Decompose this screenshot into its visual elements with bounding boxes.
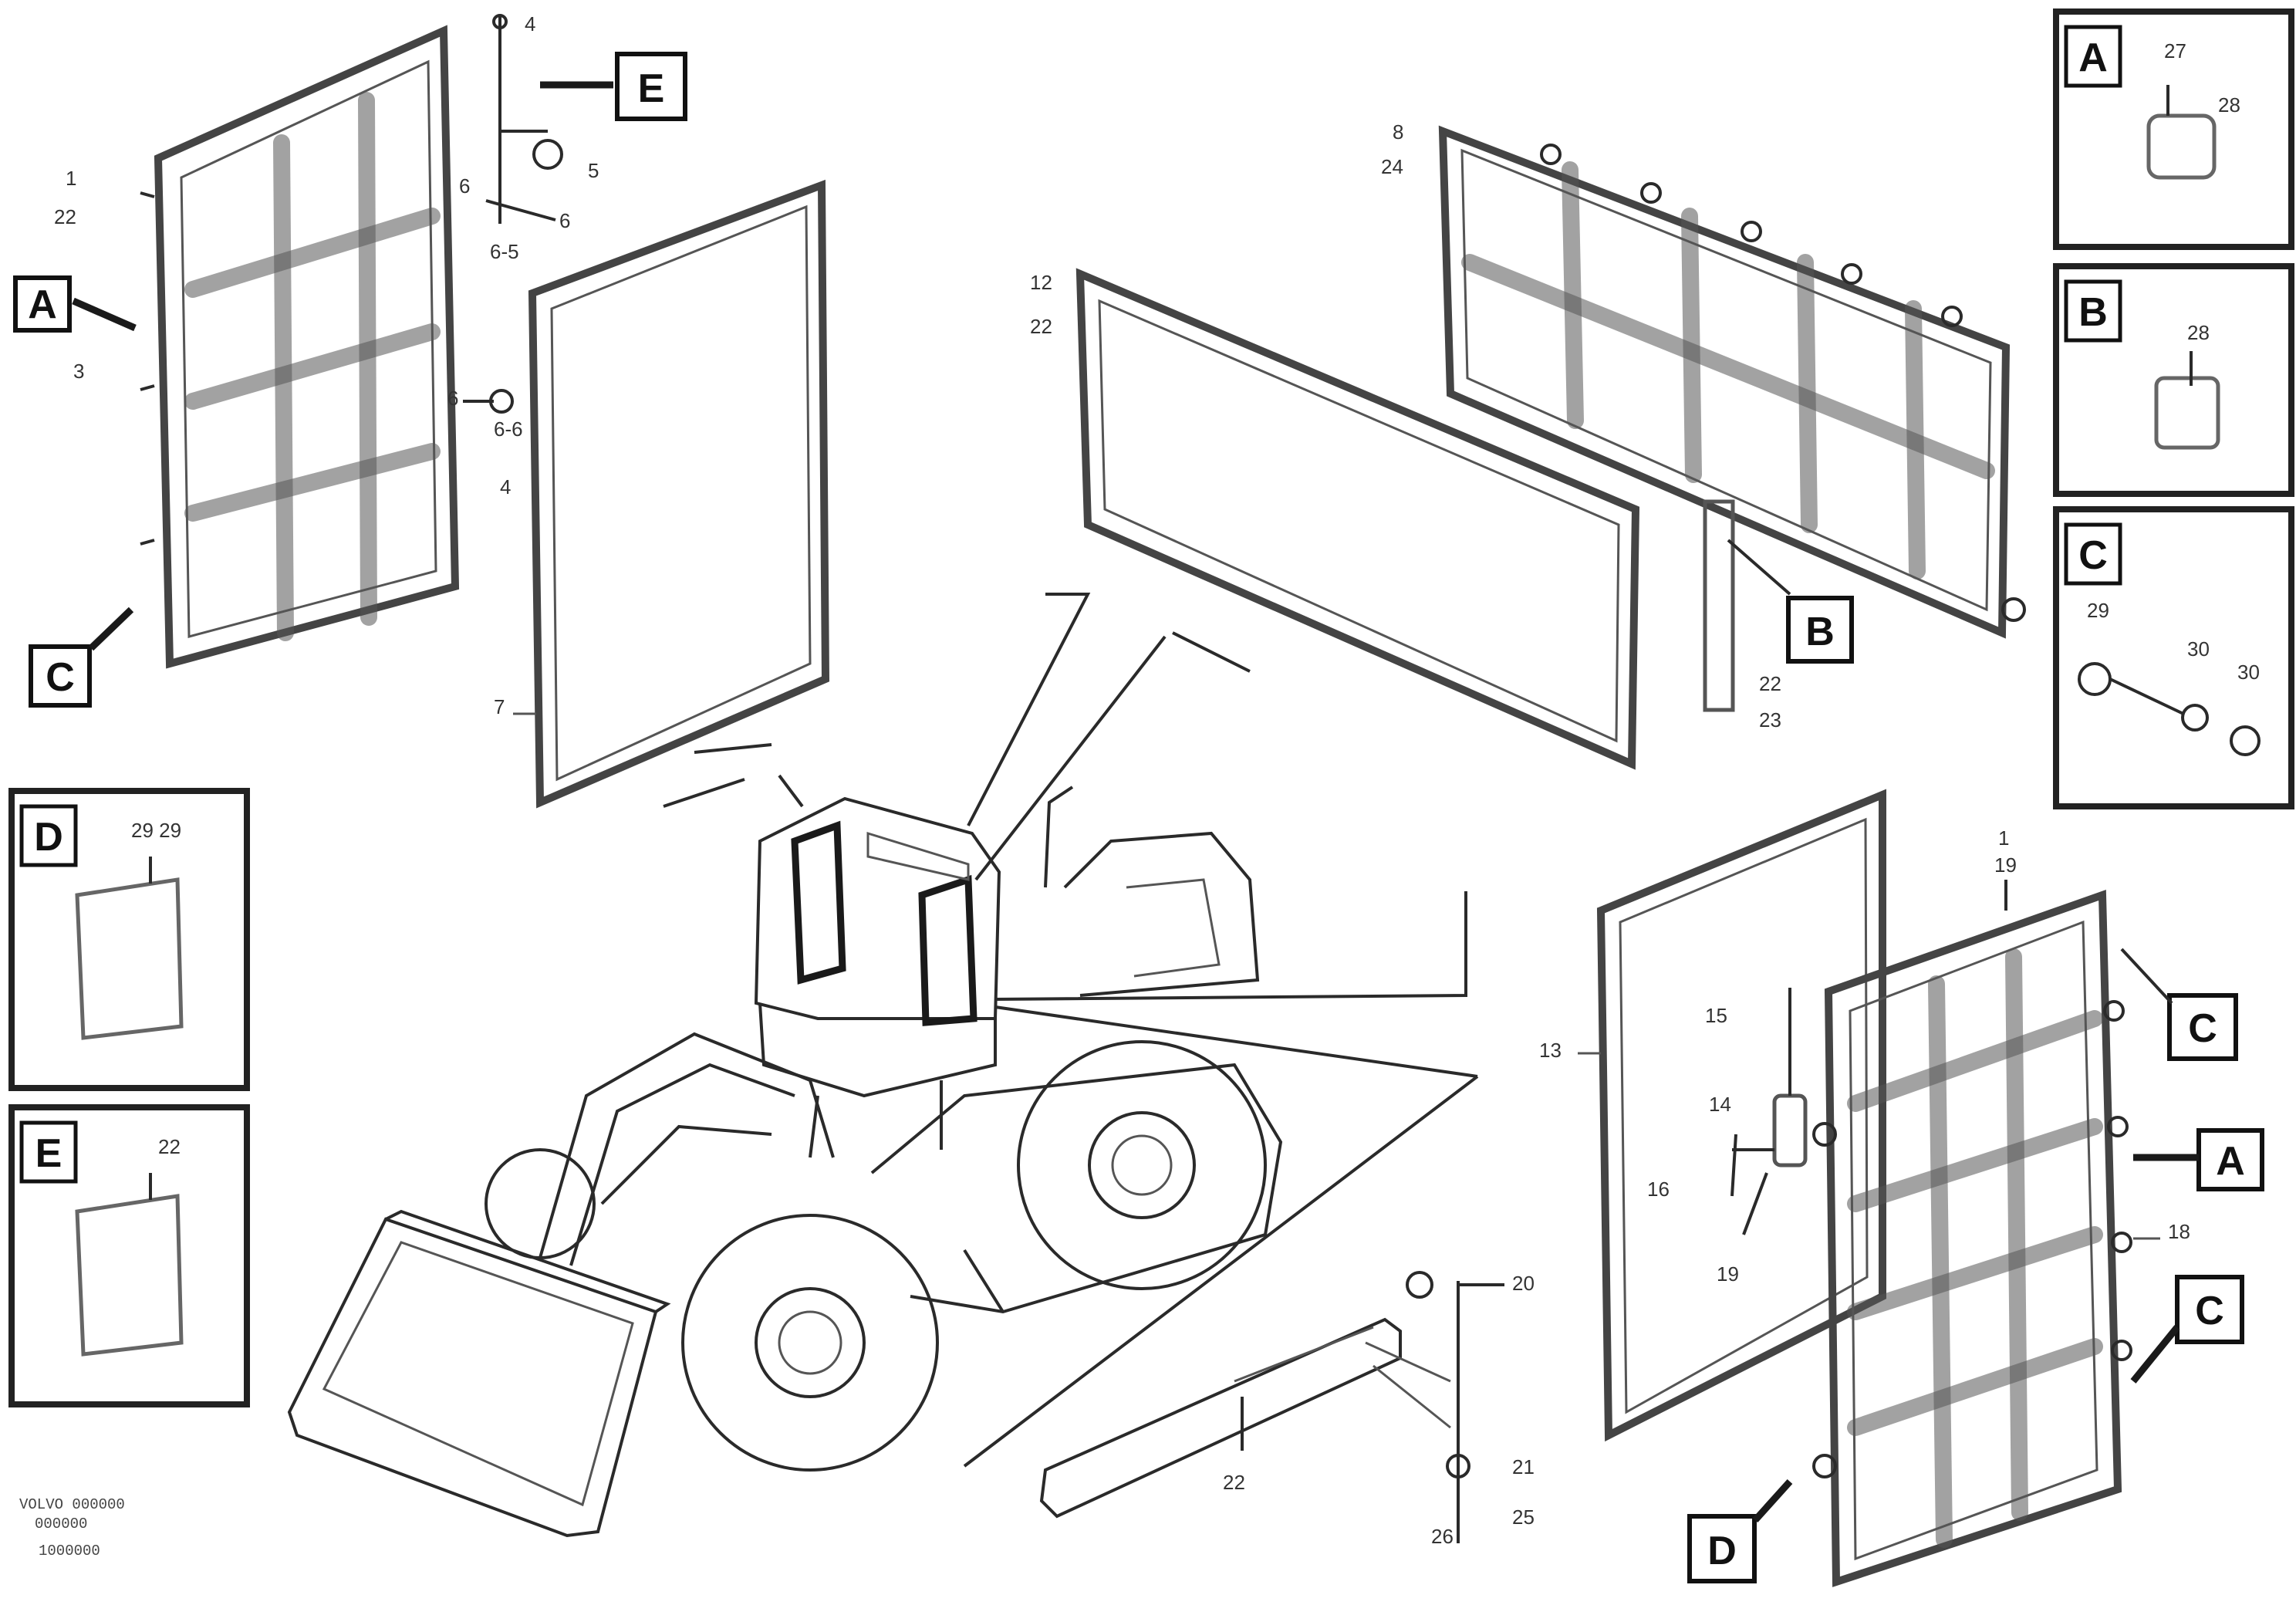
- callout-letter-b: B: [1805, 610, 1835, 654]
- detail-letter-b: B: [2078, 290, 2108, 335]
- callout-letter-e: E: [638, 66, 665, 111]
- callout-a-right: A: [2133, 1128, 2264, 1191]
- detail-number: 30: [2187, 637, 2210, 661]
- detail-box-a: A 27 28: [2053, 8, 2294, 250]
- rear-guard-frame: [1438, 125, 2026, 639]
- part-label: 8: [1393, 120, 1403, 144]
- part-label: 6: [447, 387, 458, 410]
- glass-pane-right: [1596, 789, 1886, 1442]
- callout-c-right-top: C: [2120, 948, 2238, 1061]
- callout-letter-a: A: [2216, 1139, 2245, 1184]
- part-label: 19: [1994, 853, 2017, 877]
- stamp-line-1: VOLVO 000000: [19, 1496, 125, 1513]
- callout-a-topleft: A: [13, 275, 137, 333]
- detail-number: 29: [2087, 599, 2109, 622]
- part-label: 22: [54, 205, 76, 228]
- callout-letter-c: C: [2188, 1006, 2217, 1051]
- wheel-loader-illustration: [287, 786, 1283, 1538]
- detail-number: 29 29: [131, 819, 181, 842]
- part-label: 14: [1709, 1093, 1731, 1116]
- part-label: 5: [588, 159, 599, 182]
- part-label: 23: [1759, 708, 1781, 732]
- part-label: 16: [1647, 1178, 1670, 1201]
- callout-b-rear: B: [1786, 596, 1854, 664]
- callout-letter-d: D: [1707, 1529, 1737, 1573]
- hinge-assembly-right: [1730, 880, 2007, 1235]
- part-label: 6: [559, 209, 570, 232]
- part-label: 24: [1381, 155, 1403, 178]
- detail-letter-a: A: [2078, 35, 2108, 80]
- detail-number: 22: [158, 1135, 181, 1158]
- part-label: 1: [1998, 826, 2009, 850]
- part-label: 1: [66, 167, 76, 190]
- part-label: 25: [1512, 1505, 1535, 1529]
- detail-letter-c: C: [2078, 533, 2108, 578]
- part-label: 26: [1431, 1525, 1454, 1548]
- part-label: 4: [525, 12, 535, 35]
- callout-d-right: D: [1687, 1478, 1793, 1583]
- callout-e-topleft: E: [615, 52, 687, 121]
- part-label: 13: [1539, 1039, 1562, 1062]
- detail-box-d: D 29 29: [8, 788, 250, 1091]
- bolt-assembly-topleft: [463, 14, 613, 414]
- part-label: 12: [1030, 271, 1052, 294]
- callout-letter-c: C: [2195, 1289, 2224, 1333]
- callout-c-topleft: C: [29, 607, 134, 708]
- part-label: 4: [500, 475, 511, 498]
- drawing-stamp: VOLVO 000000 000000 1000000: [19, 1496, 125, 1559]
- detail-box-e: E 22: [8, 1104, 250, 1407]
- glass-pane-center: [1075, 268, 1640, 770]
- part-label: 6-5: [490, 240, 519, 263]
- detail-box-b: B 28: [2053, 263, 2294, 497]
- glass-pane-left: [528, 179, 830, 809]
- detail-number: 28: [2218, 93, 2240, 117]
- part-label: 21: [1512, 1455, 1535, 1478]
- part-label: 19: [1717, 1262, 1739, 1286]
- rear-bracket: [1703, 499, 1791, 712]
- leader-lines: [663, 593, 1479, 1468]
- detail-number: 27: [2164, 39, 2186, 63]
- part-label: 22: [1030, 315, 1052, 338]
- door-guard-frame-left: [140, 25, 460, 669]
- part-label: 3: [73, 360, 84, 383]
- detail-number: 28: [2187, 321, 2210, 344]
- detail-number: 30: [2237, 661, 2260, 684]
- part-label: 15: [1705, 1004, 1727, 1027]
- callout-letter-a: A: [28, 282, 57, 327]
- stamp-line-3: 1000000: [39, 1543, 100, 1559]
- part-label: 20: [1512, 1272, 1535, 1295]
- stamp-line-2: 000000: [35, 1516, 87, 1532]
- callout-letter-c: C: [46, 655, 75, 700]
- door-guard-frame-right: [1812, 890, 2132, 1587]
- part-label: 6: [459, 174, 470, 198]
- detail-letter-d: D: [34, 815, 63, 860]
- part-label: 22: [1759, 672, 1781, 695]
- part-label: 6-6: [494, 417, 523, 441]
- detail-box-c: C 29 30 30: [2053, 506, 2294, 809]
- callout-c-right-bottom: C: [2130, 1275, 2244, 1384]
- part-label: 22: [1223, 1471, 1245, 1494]
- part-label: 18: [2168, 1220, 2190, 1243]
- part-label: 7: [494, 695, 505, 718]
- detail-letter-e: E: [35, 1131, 62, 1176]
- trim-strip-bottom: [1039, 1271, 1504, 1543]
